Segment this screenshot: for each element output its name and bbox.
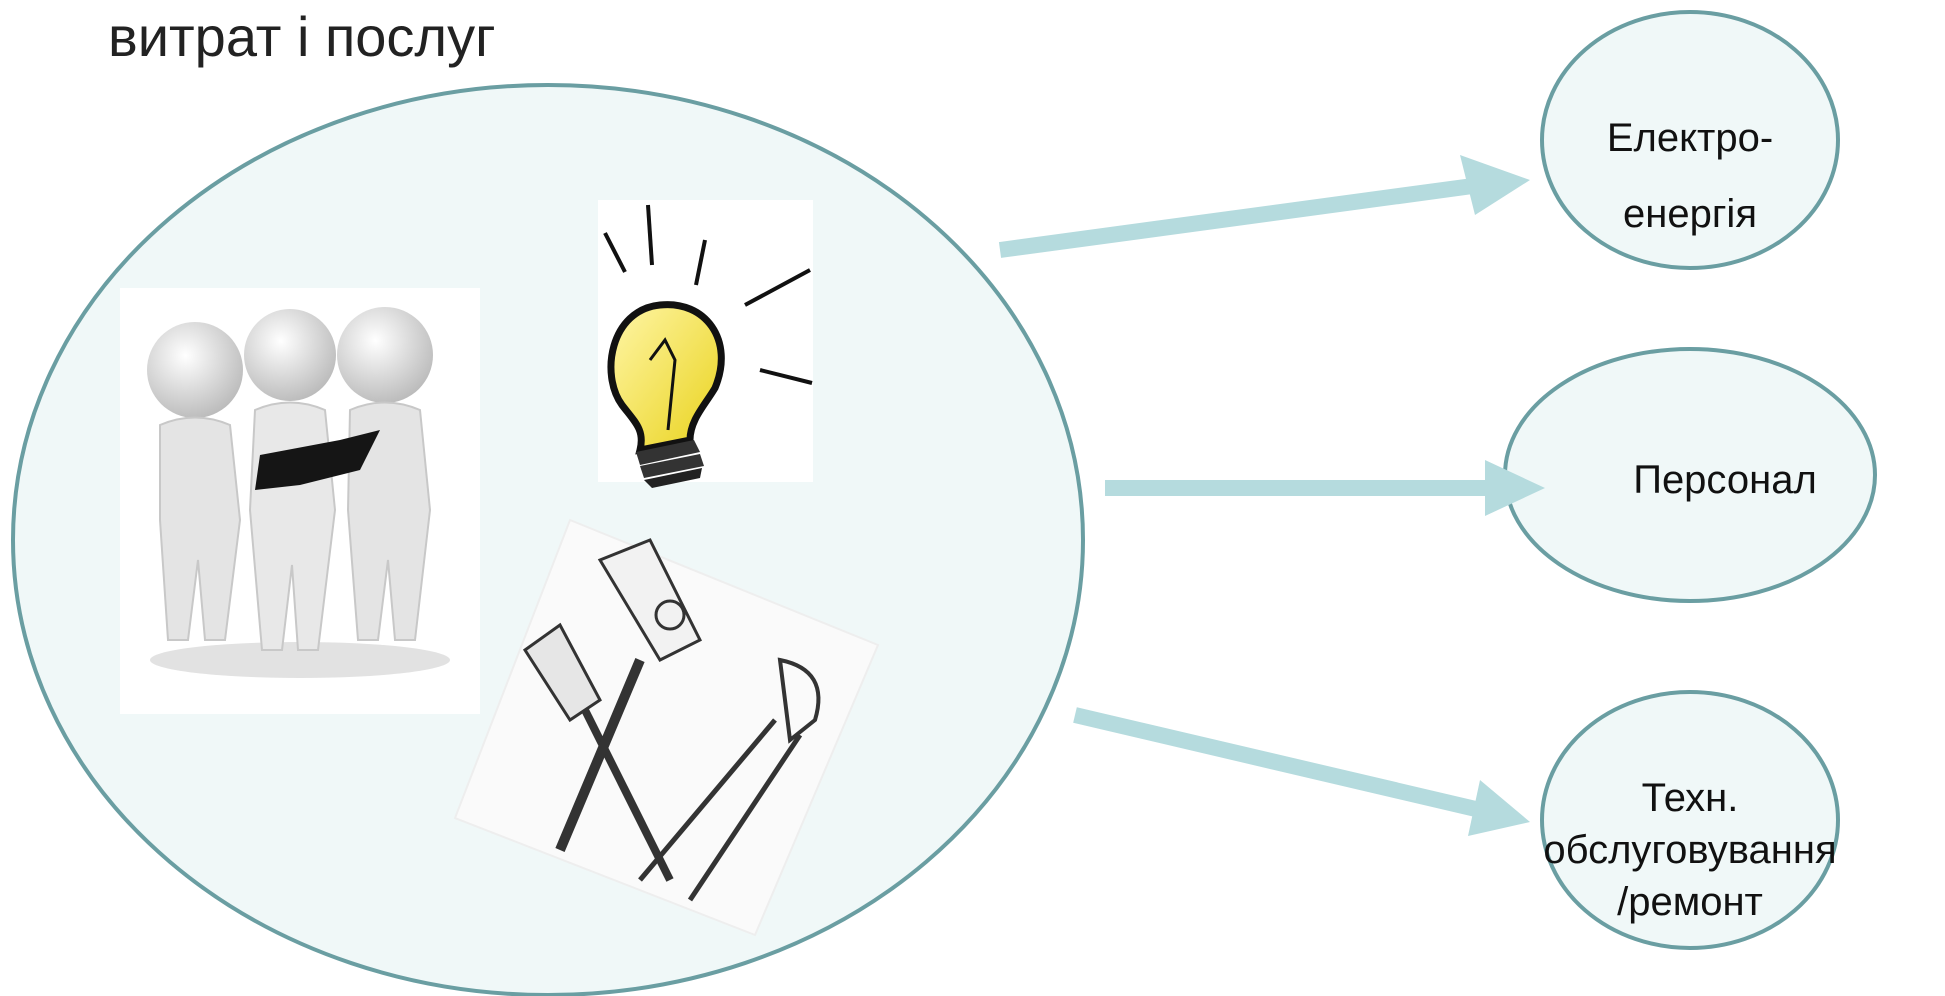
maintenance-label-line3: /ремонт — [1617, 880, 1763, 924]
arrow-to-maintenance — [1073, 707, 1530, 836]
personnel-label-text: Персонал — [1633, 458, 1817, 502]
arrow-to-electricity — [998, 155, 1530, 258]
electricity-label-second: енергія — [1545, 186, 1835, 242]
arrow-to-personnel — [1105, 460, 1545, 516]
maintenance-label-line1: Техн. — [1641, 776, 1739, 820]
maintenance-label-line2: обслуговування — [1543, 828, 1837, 872]
tools-icon — [453, 518, 880, 937]
node-maintenance — [1540, 690, 1840, 950]
people-reading-icon — [120, 288, 480, 714]
maintenance-label: Техн. обслуговування /ремонт — [1535, 772, 1845, 928]
light-bulb-icon — [598, 200, 813, 488]
electricity-label: Електро- — [1545, 88, 1835, 188]
personnel-label: Персонал — [1555, 452, 1895, 508]
electricity-label-line2: енергія — [1623, 192, 1757, 236]
node-electricity — [1540, 10, 1840, 270]
slide-title: витрат і послуг — [108, 5, 496, 68]
electricity-label-line1: Електро- — [1606, 116, 1774, 160]
